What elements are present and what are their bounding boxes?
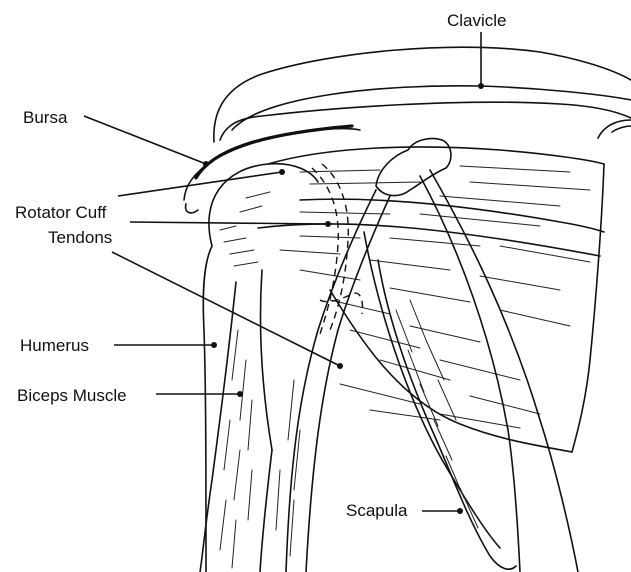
bursa-pointer-dot [203,161,209,167]
rotator-cuff-pointer-dot-2 [325,221,331,227]
label-bursa: Bursa [23,108,209,167]
label-scapula: Scapula [346,501,463,520]
label-clavicle: Clavicle [447,11,507,89]
clavicle-pointer-dot [478,83,484,89]
rotator-cuff-pointer-dot-3 [337,363,343,369]
label-biceps-muscle: Biceps Muscle [17,386,243,405]
biceps-muscle-label: Biceps Muscle [17,386,127,405]
clavicle-label: Clavicle [447,11,507,30]
scapula-label: Scapula [346,501,408,520]
rotator-cuff-shape [258,147,604,452]
humerus-pointer-dot [211,342,217,348]
rotator-cuff-leader-3 [112,252,340,366]
rotator-cuff-label-line1: Rotator Cuff [15,203,107,222]
rotator-cuff-leader-2 [130,222,328,224]
biceps-muscle-pointer-dot [237,391,243,397]
bursa-leader [84,116,206,164]
scapula-pointer-dot [457,508,463,514]
label-humerus: Humerus [20,336,217,355]
rotator-cuff-leader-1 [118,172,282,196]
clavicle-shape [214,47,631,142]
biceps-muscle-shape [200,282,300,572]
rotator-cuff-pointer-dot-1 [279,169,285,175]
rotator-cuff-label-line2: Tendons [48,228,112,247]
bursa-label: Bursa [23,108,68,127]
humerus-label: Humerus [20,336,89,355]
